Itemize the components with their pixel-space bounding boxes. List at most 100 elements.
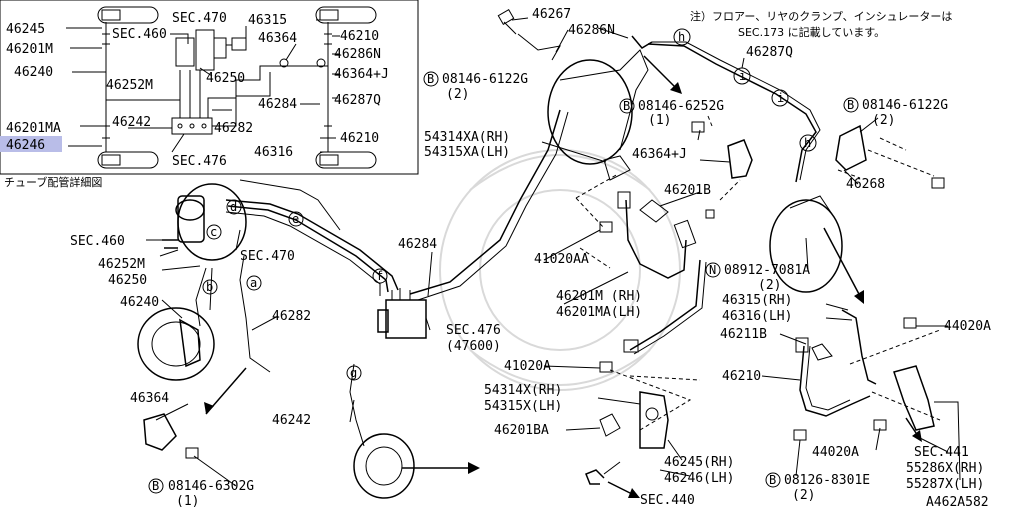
part-46284: 46284: [398, 237, 437, 252]
label-46364J: 46364+J: [334, 67, 389, 82]
bolt-qty-center: (1): [648, 113, 671, 128]
slot-rr: [315, 151, 377, 169]
symbol-b-2: B: [623, 99, 630, 113]
marker-d: d: [230, 200, 237, 214]
symbol-b-1: B: [427, 72, 434, 86]
part-46201MA: 46201MA(LH): [556, 305, 642, 320]
bolt-08146-6122G-left: 08146-6122G: [442, 72, 528, 87]
label-46240: 46240: [14, 65, 53, 80]
label-46201M: 46201M: [6, 42, 53, 57]
part-46246: 46246(LH): [664, 471, 734, 486]
part-54315XA: 54315XA(LH): [424, 145, 510, 160]
label-sec470: SEC.470: [172, 11, 227, 26]
part-sec470: SEC.470: [240, 249, 295, 264]
note-line1: 注）フロアー、リヤのクランプ、インシュレーターは: [690, 9, 952, 23]
part-44020A-bottom: 44020A: [812, 445, 859, 460]
part-46267: 46267: [532, 7, 571, 22]
circled-markers: d e c f a b g h i i h: [202, 28, 817, 381]
part-46364: 46364: [130, 391, 169, 406]
label-46242: 46242: [112, 115, 151, 130]
part-46201M: 46201M (RH): [556, 289, 642, 304]
inset-detail: チューブ配管詳細図 46245 46201M 46240: [0, 0, 419, 189]
symbol-b-3: B: [847, 98, 854, 112]
label-46250: 46250: [206, 71, 245, 86]
right-rear-drum: [769, 199, 843, 293]
part-55286X: 55286X(RH): [906, 461, 984, 476]
inset-caption: チューブ配管詳細図: [4, 175, 102, 189]
part-sec476: SEC.476: [446, 323, 501, 338]
part-46211B: 46211B: [720, 327, 767, 342]
front-left-rotor: [137, 307, 215, 381]
bolt-08146-6302G: 08146-6302G: [168, 479, 254, 494]
marker-b: b: [206, 280, 213, 294]
marker-g: g: [350, 366, 357, 380]
bracket-46268: [835, 124, 867, 171]
highlight-46246: [0, 136, 62, 152]
rear-left-drum: [353, 433, 415, 499]
label-46316: 46316: [254, 145, 293, 160]
symbol-markers: B B B N B B: [148, 71, 859, 494]
part-46245: 46245(RH): [664, 455, 734, 470]
label-46201MA: 46201MA: [6, 121, 61, 136]
watermark: [439, 149, 681, 391]
label-46210-bottom: 46210: [340, 131, 379, 146]
nut-08912-7081A: 08912-7081A: [724, 263, 810, 278]
part-46287Q: 46287Q: [746, 45, 793, 60]
master-cylinder: [175, 37, 195, 67]
part-41020AA: 41020AA: [534, 252, 589, 267]
part-44020A-top: 44020A: [944, 319, 991, 334]
bolt-08146-6252G: 08146-6252G: [638, 99, 724, 114]
master-cylinder-main: [177, 195, 205, 243]
rear-right-knuckle: [893, 365, 935, 431]
marker-h-top: h: [678, 30, 685, 44]
slot-rl: [97, 151, 159, 169]
part-sec476-code: (47600): [446, 339, 501, 354]
part-46315: 46315(RH): [722, 293, 792, 308]
marker-e: e: [292, 212, 299, 226]
part-41020A: 41020A: [504, 359, 551, 374]
marker-a: a: [250, 276, 257, 290]
label-46210-top: 46210: [340, 29, 379, 44]
bolt-qty-bottom-left: (1): [176, 494, 199, 509]
label-46252M: 46252M: [106, 78, 153, 93]
part-46201B: 46201B: [664, 183, 711, 198]
marker-i-2: i: [777, 91, 784, 105]
bolt-08146-6122G-right: 08146-6122G: [862, 98, 948, 113]
slot-fl: [97, 6, 159, 24]
label-46315: 46315: [248, 13, 287, 28]
marker-c: c: [210, 225, 217, 239]
part-46286N: 46286N: [568, 23, 615, 38]
bolt-qty-lower: (2): [792, 488, 815, 503]
marker-f: f: [376, 269, 383, 283]
abs-actuator: [385, 299, 427, 339]
label-46287Q: 46287Q: [334, 93, 381, 108]
slot-fr: [315, 6, 377, 24]
leader-lines: [146, 17, 961, 487]
bolt-qty-right: (2): [872, 113, 895, 128]
part-46316: 46316(LH): [722, 309, 792, 324]
label-sec460: SEC.460: [112, 27, 167, 42]
part-46210: 46210: [722, 369, 761, 384]
part-labels: 46267 46286N 08146-6122G (2) 46287Q 0814…: [70, 7, 991, 510]
note-line2: SEC.173 に記載しています。: [738, 25, 885, 39]
label-sec476: SEC.476: [172, 154, 227, 169]
symbol-n: N: [709, 263, 716, 277]
symbol-b-5: B: [152, 479, 159, 493]
part-sec440: SEC.440: [640, 493, 695, 508]
drawing-code: A462A582: [926, 495, 989, 510]
bracket-46364J: [727, 139, 753, 179]
marker-i-1: i: [739, 69, 746, 83]
part-46242: 46242: [272, 413, 311, 428]
label-46282: 46282: [214, 121, 253, 136]
part-sec441: SEC.441: [914, 445, 969, 460]
symbol-b-4: B: [769, 473, 776, 487]
marker-h-bottom: h: [804, 136, 811, 150]
part-46252M: 46252M: [98, 257, 145, 272]
nut-qty: (2): [758, 278, 781, 293]
part-46201BA: 46201BA: [494, 423, 549, 438]
part-sec460: SEC.460: [70, 234, 125, 249]
rear-brake-upper-center: [547, 59, 633, 165]
part-54314XA: 54314XA(RH): [424, 130, 510, 145]
bolt-qty-left: (2): [446, 87, 469, 102]
